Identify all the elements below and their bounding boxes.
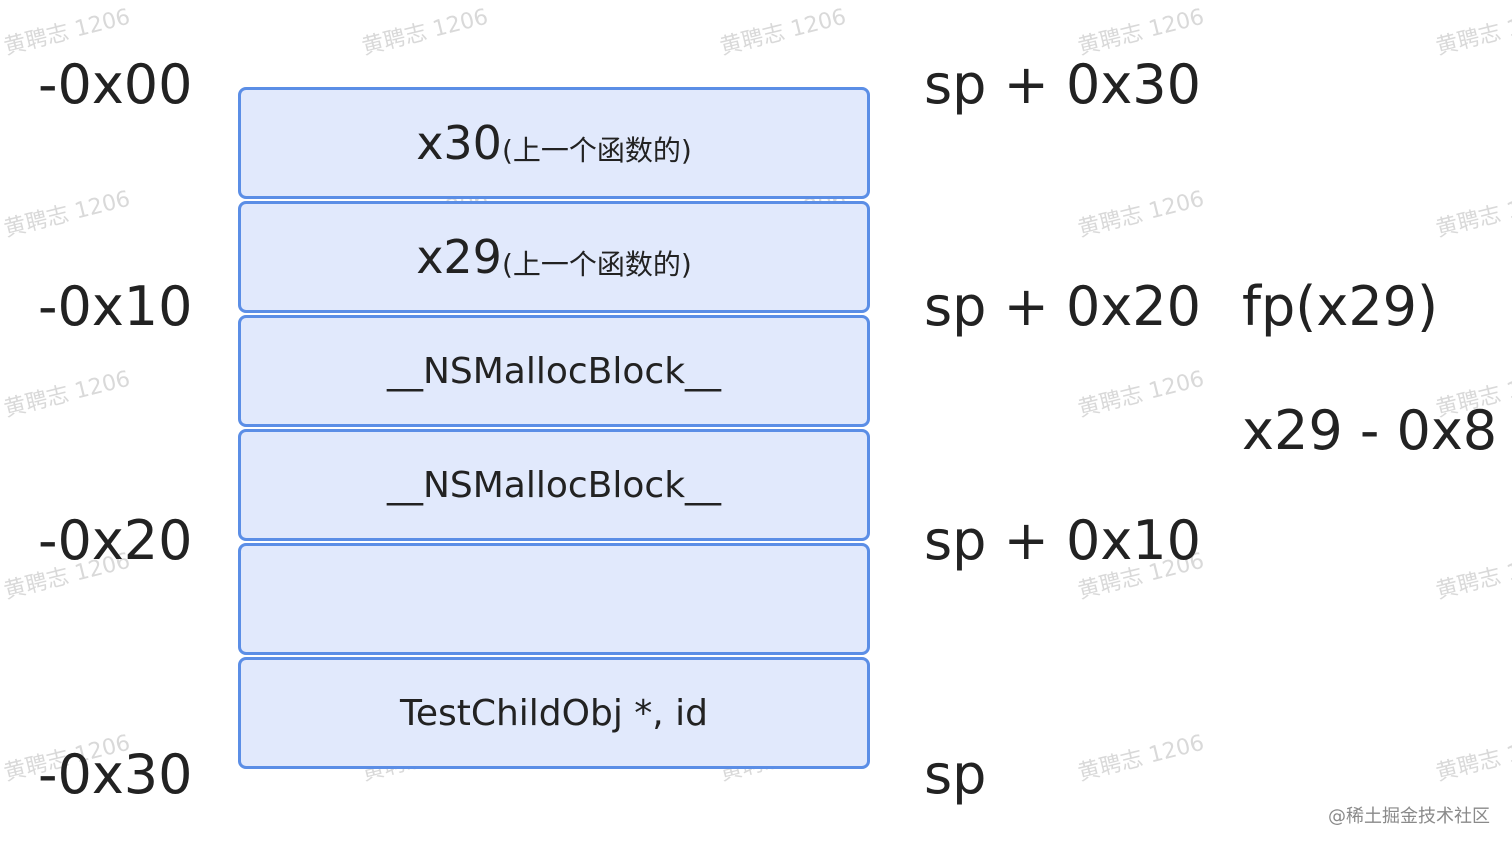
cell-text: __NSMallocBlock__ — [386, 464, 722, 506]
stack-frame: x30(上一个函数的) x29(上一个函数的) __NSMallocBlock_… — [238, 87, 870, 771]
watermark: 黄聘志 1206 — [1433, 186, 1512, 243]
watermark: 黄聘志 1206 — [1433, 4, 1512, 61]
watermark: 黄聘志 1206 — [1075, 366, 1207, 423]
watermark: 黄聘志 1206 — [1, 186, 133, 243]
watermark: 黄聘志 1206 — [1, 4, 133, 61]
sp-label: sp + 0x20 — [924, 275, 1202, 338]
stack-cell-block-2: __NSMallocBlock__ — [238, 429, 870, 541]
cell-note: (上一个函数的) — [501, 248, 692, 281]
stack-cell-x29: x29(上一个函数的) — [238, 201, 870, 313]
cell-register: x30 — [416, 116, 502, 170]
offset-label: -0x20 — [38, 509, 193, 572]
watermark: 黄聘志 1206 — [1433, 730, 1512, 787]
watermark: 黄聘志 1206 — [717, 4, 849, 61]
stack-cell-object: TestChildObj *, id — [238, 657, 870, 769]
cell-text: __NSMallocBlock__ — [386, 350, 722, 392]
watermark: 黄聘志 1206 — [1, 366, 133, 423]
watermark: 黄聘志 1206 — [359, 4, 491, 61]
sp-label: sp + 0x30 — [924, 53, 1202, 116]
stack-cell-block-1: __NSMallocBlock__ — [238, 315, 870, 427]
stack-cell-x30: x30(上一个函数的) — [238, 87, 870, 199]
cell-text: TestChildObj *, id — [399, 692, 709, 734]
offset-label: -0x10 — [38, 275, 193, 338]
offset-label: -0x00 — [38, 53, 193, 116]
credit-text: @稀土掘金技术社区 — [1328, 806, 1490, 827]
watermark: 黄聘志 1206 — [1075, 4, 1207, 61]
watermark: 黄聘志 1206 — [1075, 186, 1207, 243]
cell-register: x29 — [416, 230, 502, 284]
fp-offset-label: x29 - 0x8 — [1242, 399, 1498, 462]
watermark: 黄聘志 1206 — [1075, 730, 1207, 787]
watermark: 黄聘志 1206 — [1433, 548, 1512, 605]
cell-note: (上一个函数的) — [501, 134, 692, 167]
sp-label: sp + 0x10 — [924, 509, 1202, 572]
offset-label: -0x30 — [38, 743, 193, 806]
fp-label: fp(x29) — [1242, 275, 1439, 338]
sp-label: sp — [924, 743, 987, 806]
stack-cell-empty — [238, 543, 870, 655]
